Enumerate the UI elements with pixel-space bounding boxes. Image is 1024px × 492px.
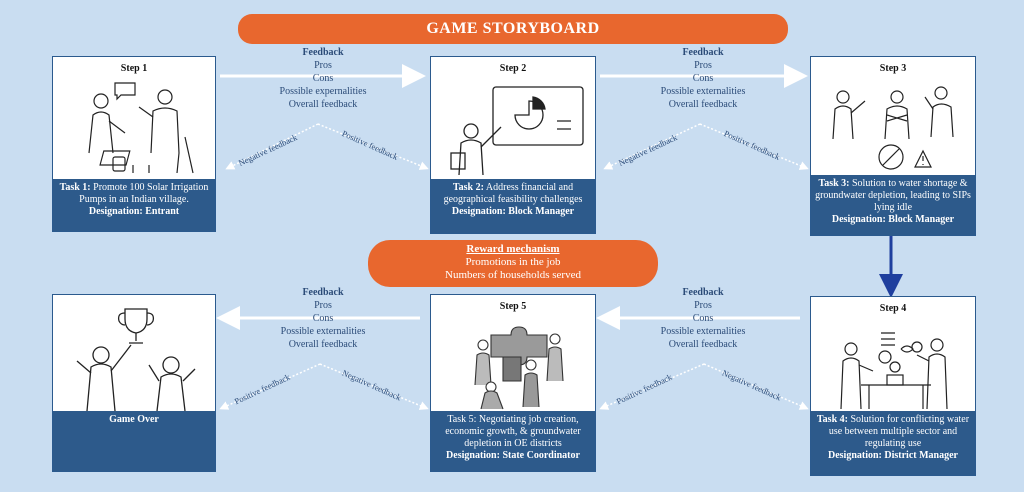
- feedback-heading: Feedback: [682, 287, 724, 298]
- trophy-illustration: [53, 295, 215, 413]
- reward-title: Reward mechanism: [466, 243, 560, 255]
- task-prefix: Task 3:: [818, 178, 850, 189]
- task-prefix: Task 4:: [816, 414, 848, 425]
- step-label: Step 5: [499, 301, 527, 312]
- feedback-block-3: Feedback Pros Cons Possible externalitie…: [253, 286, 393, 351]
- feedback-line: Cons: [692, 313, 714, 324]
- game-over-label: Game Over: [53, 411, 215, 471]
- dotted-neg-3: [319, 363, 429, 410]
- feedback-heading: Feedback: [302, 287, 344, 298]
- puzzle-team-icon: [474, 326, 564, 410]
- feedback-heading: Feedback: [302, 47, 344, 58]
- task-text: Solution for conflicting water use betwe…: [828, 414, 970, 449]
- reward-mechanism-banner: Reward mechanism Promotions in the job N…: [368, 240, 658, 287]
- trophy-celebration-icon: [76, 308, 196, 412]
- presentation-board-icon: [450, 86, 584, 176]
- feedback-heading: Feedback: [682, 47, 724, 58]
- task-prefix: Task 1:: [59, 182, 91, 193]
- step5-card: Step 5 Task 5: Negotiating job creation,…: [430, 294, 596, 472]
- step2-footer: Task 2: Address financial and geographic…: [431, 179, 595, 233]
- feedback-line: Possible externalities: [280, 326, 366, 337]
- task-text: Task 5: Negotiating job creation, econom…: [445, 414, 581, 449]
- step3-footer: Task 3: Solution to water shortage & gro…: [811, 175, 975, 235]
- step4-footer: Task 4: Solution for conflicting water u…: [811, 411, 975, 475]
- feedback-line: Pros: [694, 60, 712, 71]
- feedback-line: Overall feedback: [288, 339, 358, 350]
- designation: Designation: Entrant: [88, 206, 180, 217]
- step5-footer: Task 5: Negotiating job creation, econom…: [431, 411, 595, 471]
- feedback-block-1: Feedback Pros Cons Possible expernalitie…: [253, 46, 393, 111]
- storyboard-title: GAME STORYBOARD: [238, 14, 788, 44]
- step-label: Step 1: [120, 63, 148, 74]
- dotted-pos-4: [599, 363, 705, 410]
- step2-illustration: Step 2: [431, 57, 595, 181]
- task-text: Promote 100 Solar Irrigation Pumps in an…: [79, 182, 209, 205]
- feedback-line: Overall feedback: [288, 99, 358, 110]
- dotted-neg-4: [703, 363, 809, 410]
- step3-card: Step 3 Task 3: Solution to water shortag…: [810, 56, 976, 236]
- step3-illustration: Step 3: [811, 57, 975, 177]
- designation: Designation: State Coordinator: [446, 450, 580, 461]
- step1-illustration: Step 1: [53, 57, 215, 181]
- step4-card: Step 4 Task 4: Solution for conflicting …: [810, 296, 976, 476]
- feedback-line: Pros: [314, 300, 332, 311]
- step-label: Step 4: [879, 303, 907, 314]
- feedback-line: Cons: [312, 313, 334, 324]
- feedback-line: Cons: [312, 73, 334, 84]
- feedback-line: Pros: [314, 60, 332, 71]
- reward-line-1: Promotions in the job: [465, 256, 561, 268]
- designation: Designation: District Manager: [828, 450, 958, 461]
- step-label: Step 3: [879, 63, 907, 74]
- dotted-pos-2: [699, 123, 809, 170]
- designation: Designation: Block Manager: [831, 214, 955, 225]
- task-text: Address financial and geographical feasi…: [443, 182, 583, 205]
- feedback-line: Possible expernalities: [279, 86, 367, 97]
- feedback-line: Overall feedback: [668, 339, 738, 350]
- task-prefix: Task 2:: [452, 182, 484, 193]
- task-text: Solution to water shortage & groundwater…: [815, 178, 971, 213]
- dotted-pos-1: [317, 123, 429, 170]
- step4-illustration: Step 4: [811, 297, 975, 413]
- water-shortage-icon: [832, 86, 954, 170]
- step1-card: Step 1 Task 1: Promote 100 Solar Irrigat…: [52, 56, 216, 232]
- feedback-line: Possible externalities: [660, 326, 746, 337]
- step2-card: Step 2 Task 2: Address financial and geo…: [430, 56, 596, 234]
- feedback-block-2: Feedback Pros Cons Possible externalitie…: [633, 46, 773, 111]
- feedback-line: Possible externalities: [660, 86, 746, 97]
- step-label: Step 2: [499, 63, 527, 74]
- step5-illustration: Step 5: [431, 295, 595, 413]
- dotted-neg-1: [225, 123, 319, 170]
- feedback-block-4: Feedback Pros Cons Possible externalitie…: [633, 286, 773, 351]
- dotted-pos-3: [219, 363, 321, 410]
- feedback-line: Pros: [694, 300, 712, 311]
- team-meeting-icon: [840, 332, 948, 410]
- step1-footer: Task 1: Promote 100 Solar Irrigation Pum…: [53, 179, 215, 231]
- feedback-line: Cons: [692, 73, 714, 84]
- game-over-card: Game Over: [52, 294, 216, 472]
- designation: Designation: Block Manager: [451, 206, 575, 217]
- reward-line-2: Numbers of households served: [445, 269, 581, 281]
- dotted-neg-2: [603, 123, 701, 170]
- people-talking-solar-icon: [88, 82, 194, 174]
- feedback-line: Overall feedback: [668, 99, 738, 110]
